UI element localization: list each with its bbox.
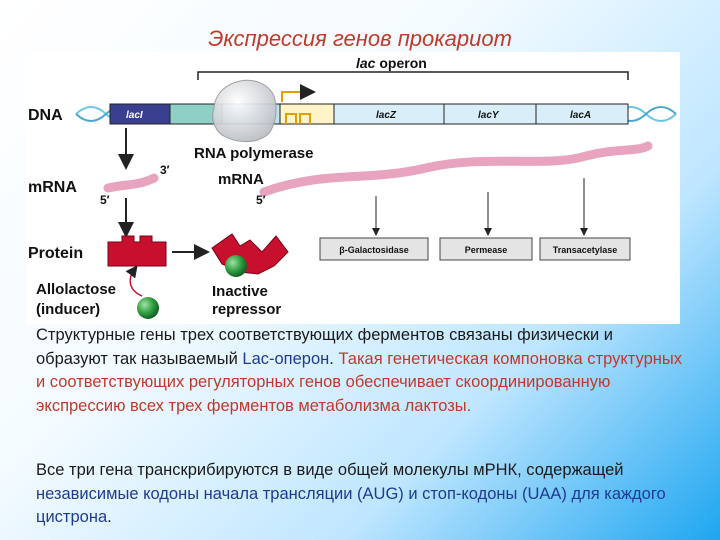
- paragraph-transcription: Все три гена транскрибируются в виде общ…: [36, 459, 686, 530]
- dna-label: DNA: [28, 107, 63, 124]
- inducer-bound: [225, 255, 247, 277]
- enzyme-box-galactosidase: [319, 237, 429, 261]
- paragraph-structural-genes: Структурные гены трех соответствующих фе…: [36, 324, 686, 418]
- p2-text-1: Все три гена транскрибируются в виде общ…: [36, 461, 624, 479]
- enzyme-label-permease: Permease: [465, 245, 508, 255]
- inactive-repressor-line1: Inactive: [212, 283, 268, 300]
- mrna-long-strand: [259, 141, 653, 197]
- rna-polymerase-label: RNA polymerase: [194, 145, 314, 162]
- gene-lacZ-label: lacZ: [376, 110, 397, 121]
- enzyme-box-transacetylase: [539, 237, 631, 261]
- gene-lacA: [535, 103, 629, 125]
- enzyme-label-transacetylase: Transacetylase: [553, 245, 618, 255]
- gene-lacI-label: lacI: [126, 110, 143, 121]
- p1-text-2: .: [329, 349, 339, 368]
- protein-label: Protein: [28, 245, 83, 262]
- p1-text-1: Структурные гены трех соответствующих фе…: [36, 326, 613, 368]
- repressor-inactive: [211, 233, 289, 275]
- lac-operon-figure: lac operon DNA lacI lacZ lacY lacA RNA p…: [26, 52, 680, 324]
- enzyme-box-permease: [439, 237, 533, 261]
- inactive-repressor-line2: repressor: [212, 301, 281, 318]
- operon-label: lac operon: [356, 55, 427, 71]
- mrna-right-label: mRNA: [218, 171, 264, 188]
- repressor-active: [107, 235, 167, 267]
- allolactose-label-line2: (inducer): [36, 301, 100, 318]
- p2-highlight-blue: независимые кодоны начала трансляции (AU…: [36, 484, 666, 527]
- mrna-left-label: mRNA: [28, 179, 77, 196]
- promoter-arrow: [281, 84, 316, 102]
- p1-lac-operon-term: Lac-оперон: [242, 349, 330, 368]
- operon-bracket: [197, 71, 629, 80]
- mrna-left-strand: [103, 173, 159, 193]
- rna-polymerase: [212, 79, 277, 143]
- operator-mark: [285, 113, 311, 124]
- five-prime-right-label: 5′: [256, 193, 266, 207]
- arrow-inducer-binding: [125, 265, 143, 297]
- allolactose-inducer: [137, 297, 159, 319]
- three-prime-label: 3′: [160, 163, 170, 177]
- allolactose-label-line1: Allolactose: [36, 281, 116, 298]
- slide-title: Экспрессия генов прокариот: [208, 26, 512, 51]
- p2-text-2: .: [107, 508, 112, 526]
- enzyme-label-galactosidase: β-Galactosidase: [339, 245, 409, 255]
- five-prime-left-label: 5′: [100, 193, 110, 207]
- gene-lacA-label: lacA: [570, 110, 591, 121]
- p1-highlight-red: Такая генетическая компоновка структурны…: [36, 349, 682, 415]
- gene-lacY-label: lacY: [478, 110, 500, 121]
